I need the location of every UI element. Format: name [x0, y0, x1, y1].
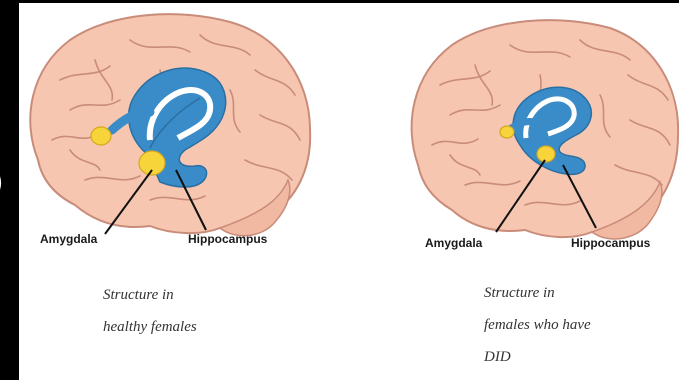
right-amygdala-large — [537, 146, 555, 162]
left-amygdala-small — [91, 127, 111, 145]
left-hippocampus-label: Hippocampus — [188, 232, 267, 246]
right-amygdala-small — [500, 126, 514, 138]
left-brain — [30, 14, 310, 236]
right-amygdala-label: Amygdala — [425, 236, 482, 250]
left-amygdala-label: Amygdala — [40, 232, 97, 246]
left-caption-line-2: healthy females — [103, 312, 197, 342]
right-caption-line-2: females who have — [484, 310, 591, 340]
right-hippocampus-label: Hippocampus — [571, 236, 650, 250]
right-caption-line-1: Structure in — [484, 278, 555, 308]
right-brain — [412, 20, 679, 239]
left-caption-line-1: Structure in — [103, 280, 174, 310]
right-caption-line-3: DID — [484, 342, 511, 372]
